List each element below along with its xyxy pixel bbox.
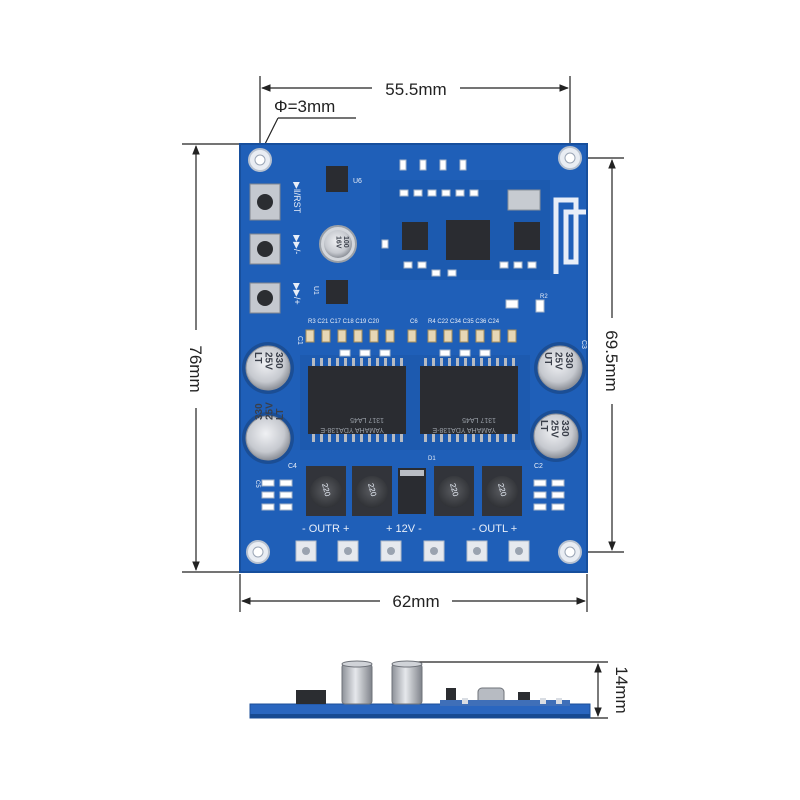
cap-row-left-label: R3 C21 C17 C18 C19 C20: [308, 319, 380, 325]
inductor-2: [352, 466, 392, 516]
terminal-pad-icon: [295, 540, 317, 562]
amplifier-chip-left: [308, 358, 406, 442]
bt-crystal: [507, 189, 541, 211]
capacitor-right-top: [534, 342, 586, 394]
cap-left-bottom-label: 33025VLT: [254, 402, 286, 420]
inductor-4-label: 220: [496, 482, 508, 498]
next-label: ▶▶/+: [292, 283, 302, 305]
capacitor-right-bottom: [530, 410, 582, 462]
side-thickness-label: 14mm: [612, 666, 631, 713]
amp-right-code: 1317 LA45: [462, 416, 496, 423]
inductor-1: [306, 466, 346, 516]
smd-capacitor-row: [305, 329, 517, 343]
rst-label: ▶‖/RST: [292, 182, 302, 214]
amp-left-code: 1317 LA45: [350, 416, 384, 423]
smd-part: [505, 299, 519, 309]
smd-group-left: [261, 479, 293, 511]
amplifier-chip-right: [420, 358, 518, 442]
u1-label: U1: [312, 286, 319, 295]
mounting-hole-icon: [558, 146, 582, 170]
terminal-pad-icon: [380, 540, 402, 562]
inductor-4: [482, 466, 522, 516]
board-height-label: 76mm: [186, 345, 205, 392]
cap-left-top-label: 33025VLT: [252, 352, 284, 370]
push-button-icon: [249, 282, 281, 314]
cap-row-mid-label: C6: [410, 319, 418, 325]
12v-label: + 12V -: [386, 523, 422, 535]
led-row: [399, 159, 479, 197]
board-width-label: 62mm: [392, 592, 439, 611]
prev-label: ▶▶/-: [292, 235, 302, 254]
push-button-icon: [249, 233, 281, 265]
bt-chip-main: [446, 220, 490, 260]
u6-label: U6: [353, 178, 362, 185]
hole-diameter-label: Φ=3mm: [274, 97, 335, 116]
side-button: [296, 690, 326, 704]
cap-right-top-label: 33025VUT: [542, 352, 574, 370]
capacitor-left-top: [242, 342, 294, 394]
d1-label: D1: [428, 456, 436, 462]
inductor-3-label: 220: [448, 482, 460, 498]
r2-label: R2: [540, 294, 548, 300]
mounting-hole-icon: [558, 540, 582, 564]
amp-left-marking: YAMAHA YDA138-E: [320, 426, 384, 433]
c2-label: C2: [534, 463, 543, 470]
side-capacitor: [341, 660, 373, 705]
amp-right-marking: YAMAHA YDA138-E: [432, 426, 496, 433]
smd-group-right: [533, 479, 565, 511]
side-capacitor: [391, 660, 423, 705]
inductor-1-label: 220: [320, 482, 332, 498]
terminal-pad-icon: [423, 540, 445, 562]
pcb-board: ▶‖/RST ▶▶/- ▶▶/+ U6 10016V U1: [239, 143, 588, 573]
smd-resistor-row: [339, 349, 491, 357]
c3-label: C3: [580, 340, 587, 349]
capacitor-left-bottom: [242, 412, 294, 464]
terminal-pad-icon: [337, 540, 359, 562]
mounting-hole-icon: [248, 148, 272, 172]
smd-part: [535, 299, 545, 313]
c4-label: C4: [288, 463, 297, 470]
diode-d1: [398, 468, 426, 514]
bluetooth-antenna-icon: [553, 197, 586, 274]
c1-label: C1: [296, 336, 303, 345]
small-cap-label: 10016V: [335, 236, 349, 249]
inductor-3: [434, 466, 474, 516]
bt-chip-right: [514, 222, 540, 250]
inductor-2-label: 220: [366, 482, 378, 498]
push-button-icon: [249, 183, 281, 221]
mounting-hole-icon: [246, 540, 270, 564]
smd-parts-bt: [381, 239, 537, 277]
small-capacitor: [319, 225, 357, 263]
u1-regulator: [326, 280, 348, 304]
outr-label: - OUTR +: [302, 523, 349, 535]
bt-chip-left: [402, 222, 428, 250]
terminal-pad-icon: [466, 540, 488, 562]
cap-row-right-label: R4 C22 C34 C35 C36 C24: [428, 319, 500, 325]
outl-label: - OUTL +: [472, 523, 517, 535]
width-spacing-label: 55.5mm: [385, 80, 446, 99]
u6-chip: [326, 166, 348, 192]
cap-right-bottom-label: 33025VLT: [538, 420, 570, 438]
terminal-pad-icon: [508, 540, 530, 562]
c5-label: C5: [254, 480, 260, 488]
side-chip: [446, 688, 456, 704]
side-view: [249, 660, 591, 719]
height-spacing-label: 69.5mm: [602, 330, 621, 391]
